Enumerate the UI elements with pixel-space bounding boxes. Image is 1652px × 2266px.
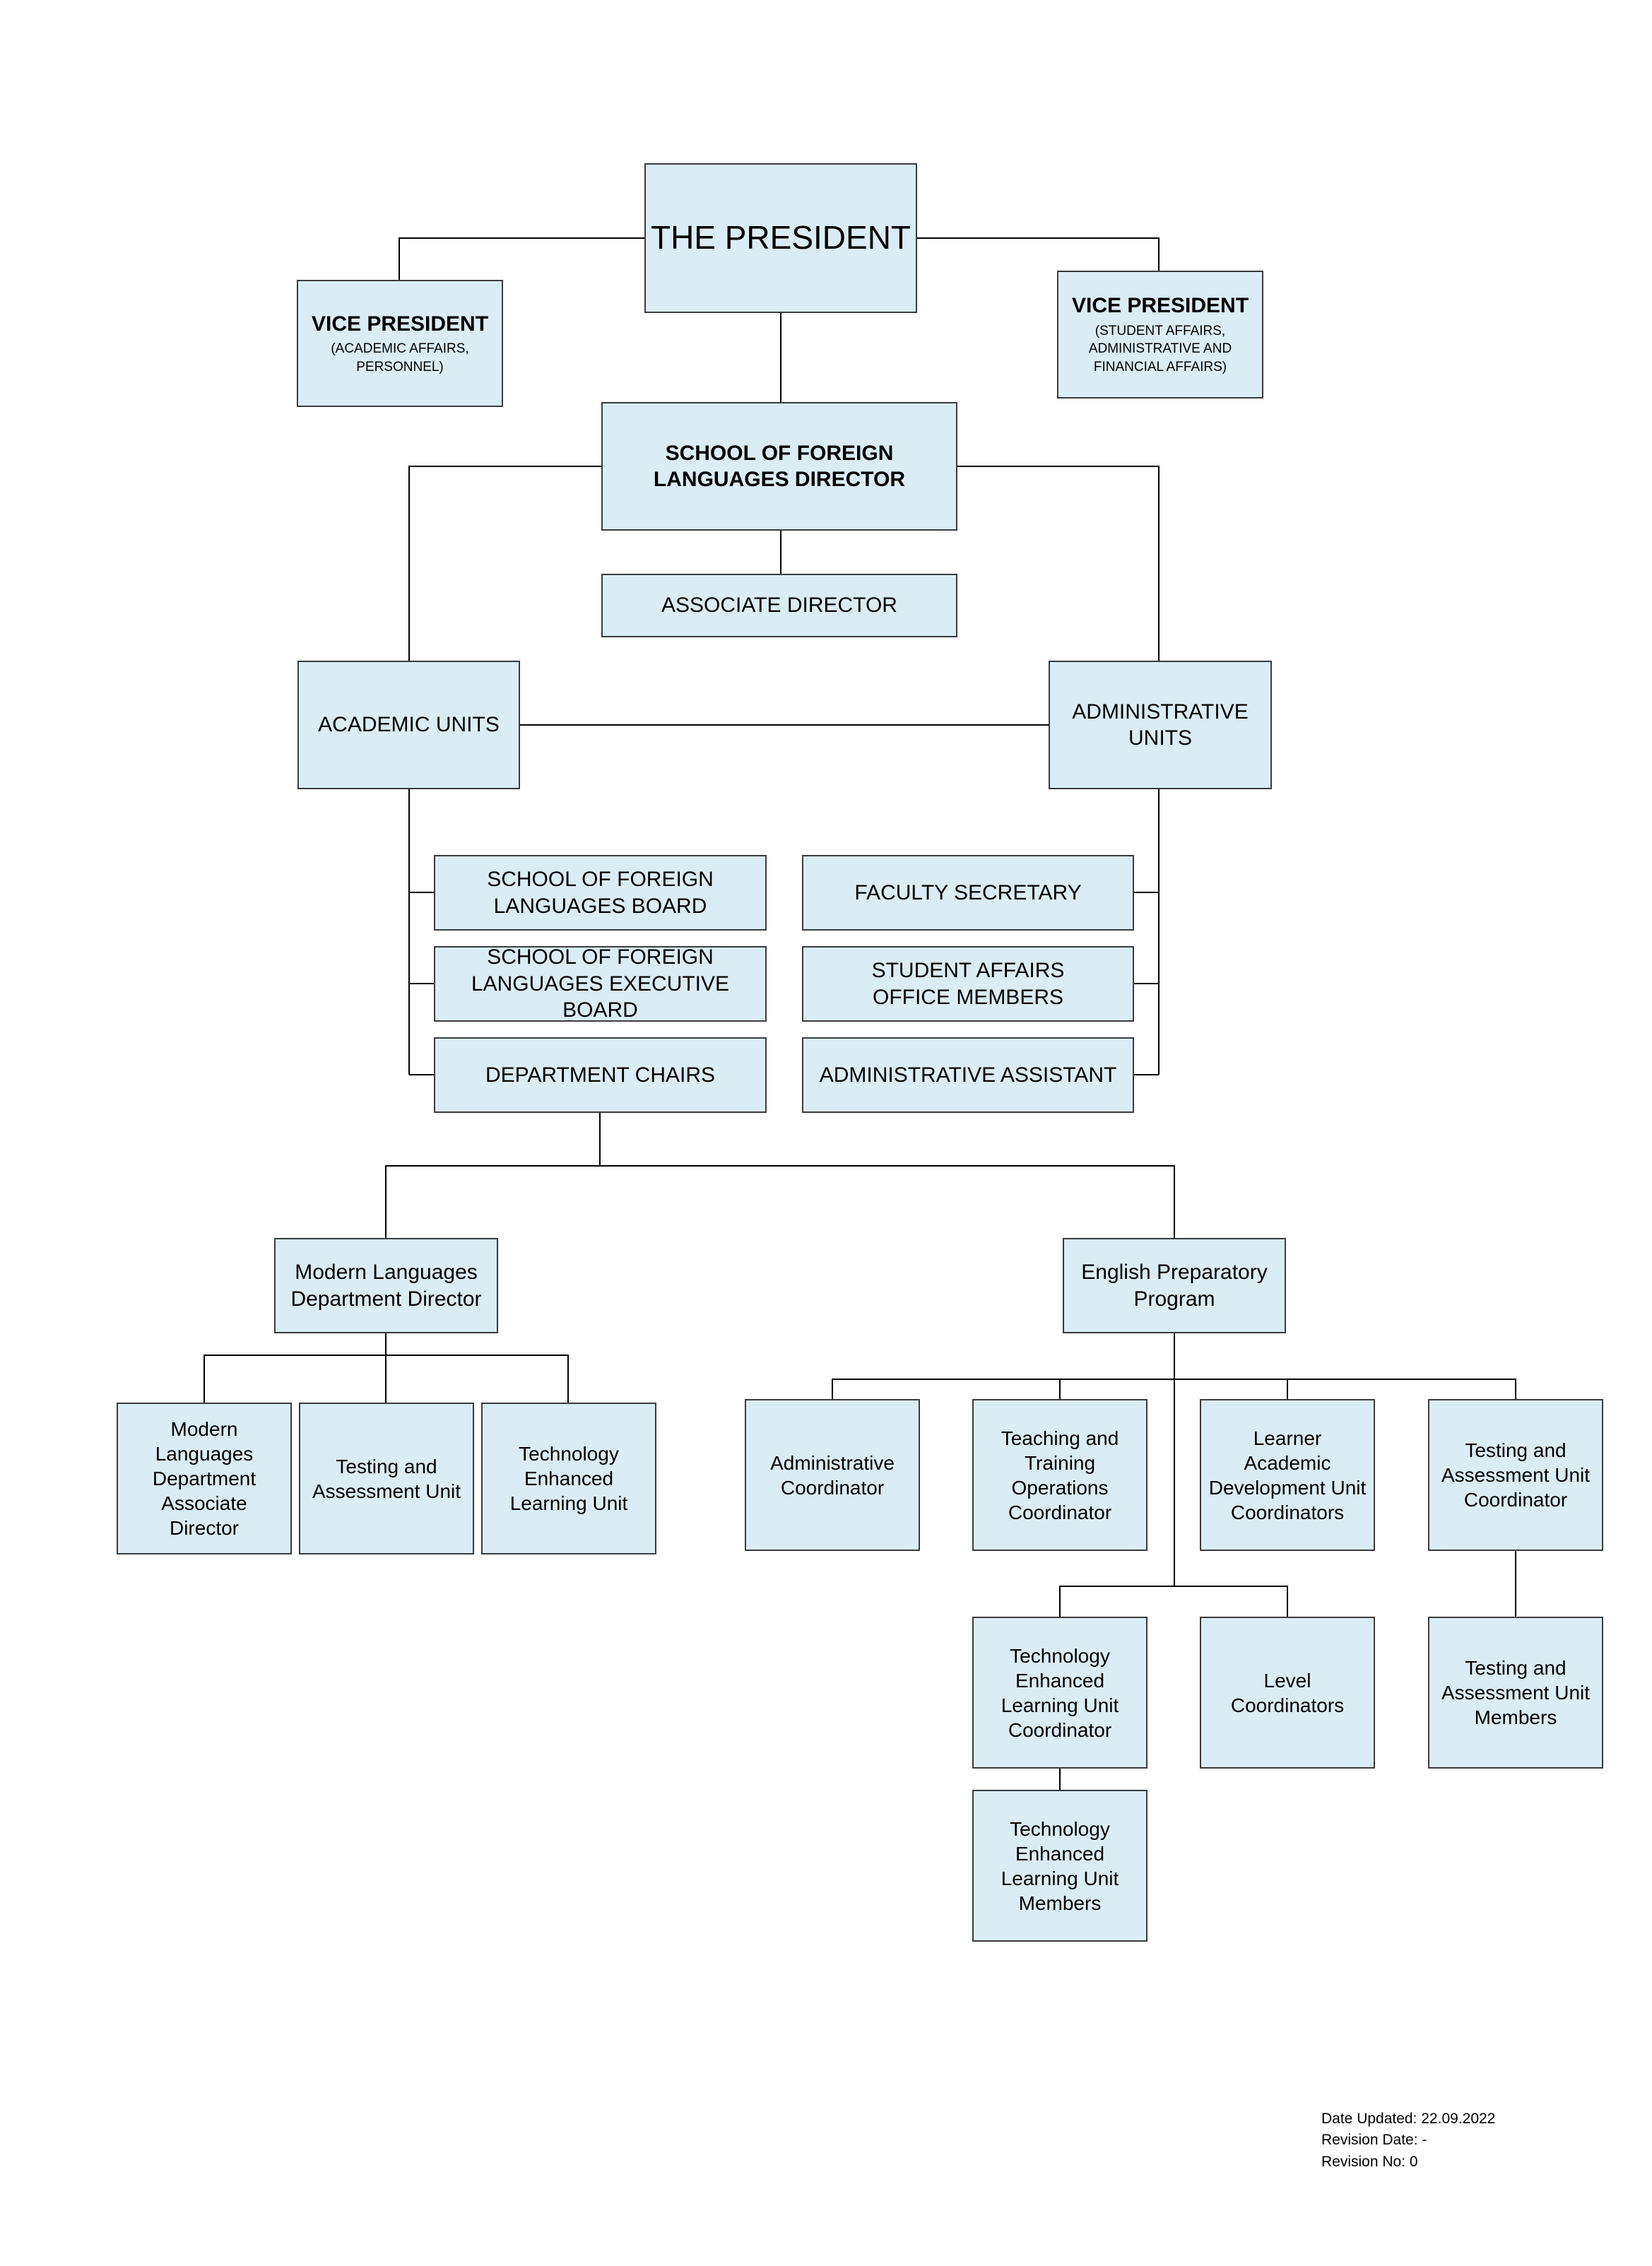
administrative-assistant-box: ADMINISTRATIVE ASSISTANT [802,1037,1134,1113]
academic-units-title: ACADEMIC UNITS [318,713,500,737]
foreign-languages-board-box: SCHOOL OF FOREIGN LANGUAGES BOARD [434,855,767,931]
executive-board-title: SCHOOL OF FOREIGN LANGUAGES EXECUTIVE BO… [471,945,730,1022]
learner-academic-coordinators-title: Learner Academic Development Unit Coordi… [1208,1427,1367,1523]
ml-associate-director-box: Modern Languages Department Associate Di… [117,1403,292,1554]
testing-coordinator-box: Testing and Assessment Unit Coordinator [1428,1399,1603,1551]
vp-student-title: VICE PRESIDENT [1071,294,1249,318]
connector-president-vp-left [399,237,644,283]
ml-testing-unit-title: Testing and Assessment Unit [312,1455,461,1502]
teaching-training-coordinator-title: Teaching and Training Operations Coordin… [1001,1427,1119,1523]
tel-members-box: Technology Enhanced Learning Unit Member… [972,1790,1147,1942]
executive-board-box: SCHOOL OF FOREIGN LANGUAGES EXECUTIVE BO… [434,945,767,1022]
connector-chairs-departments [385,1165,1175,1238]
ml-tel-unit-title: Technology Enhanced Learning Unit [509,1443,628,1514]
ml-associate-director-title: Modern Languages Department Associate Di… [152,1418,256,1539]
ml-testing-unit-box: Testing and Assessment Unit [299,1403,474,1554]
department-chairs-box: DEPARTMENT CHAIRS [434,1037,767,1113]
director-title: SCHOOL OF FOREIGN LANGUAGES DIRECTOR [653,441,906,492]
administrative-coordinator-title: Administrative Coordinator [770,1451,895,1499]
revision-no: Revision No: 0 [1321,2153,1418,2170]
president-box: THE PRESIDENT [644,163,917,313]
learner-academic-coordinators-box: Learner Academic Development Unit Coordi… [1200,1399,1375,1551]
modern-languages-director-box: Modern Languages Department Director [274,1238,498,1333]
testing-members-title: Testing and Assessment Unit Members [1441,1657,1591,1728]
faculty-secretary-title: FACULTY SECRETARY [854,880,1082,904]
administrative-assistant-title: ADMINISTRATIVE ASSISTANT [819,1063,1117,1087]
connector-prep-coordinators [832,1379,1516,1399]
faculty-secretary-box: FACULTY SECRETARY [802,855,1134,931]
english-prep-box: English Preparatory Program [1063,1238,1286,1333]
date-updated: Date Updated: 22.09.2022 [1321,2111,1496,2127]
teaching-training-coordinator-box: Teaching and Training Operations Coordin… [972,1399,1147,1551]
connector-prep-lower [1059,1586,1288,1617]
connector-modern-units [203,1355,569,1403]
revision-footer: Date Updated: 22.09.2022 Revision Date: … [1321,2108,1495,2173]
vp-academic-subtitle: (ACADEMIC AFFAIRS, PERSONNEL) [331,341,469,374]
vp-academic-title: VICE PRESIDENT [311,312,489,336]
connector-president-vp-right [917,237,1160,271]
tel-members-title: Technology Enhanced Learning Unit Member… [1001,1817,1119,1914]
administrative-coordinator-box: Administrative Coordinator [745,1399,920,1551]
connector-director-academic [408,466,601,661]
modern-languages-director-title: Modern Languages Department Director [290,1261,482,1311]
tel-coordinator-title: Technology Enhanced Learning Unit Coordi… [1001,1644,1119,1741]
associate-director-box: ASSOCIATE DIRECTOR [601,574,957,637]
tel-coordinator-box: Technology Enhanced Learning Unit Coordi… [972,1617,1147,1769]
vp-academic-box: VICE PRESIDENT (ACADEMIC AFFAIRS, PERSON… [297,280,503,407]
associate-director-title: ASSOCIATE DIRECTOR [661,594,897,618]
foreign-languages-board-title: SCHOOL OF FOREIGN LANGUAGES BOARD [487,868,714,918]
director-box: SCHOOL OF FOREIGN LANGUAGES DIRECTOR [601,402,957,531]
department-chairs-title: DEPARTMENT CHAIRS [485,1063,716,1087]
level-coordinators-title: Level Coordinators [1230,1669,1345,1716]
ml-tel-unit-box: Technology Enhanced Learning Unit [481,1403,656,1554]
administrative-units-title: ADMINISTRATIVE UNITS [1072,700,1249,750]
vp-student-subtitle: (STUDENT AFFAIRS, ADMINISTRATIVE AND FIN… [1088,323,1232,375]
administrative-units-box: ADMINISTRATIVE UNITS [1049,661,1272,789]
academic-units-box: ACADEMIC UNITS [297,661,520,789]
english-prep-title: English Preparatory Program [1081,1261,1268,1311]
vp-student-box: VICE PRESIDENT (STUDENT AFFAIRS, ADMINIS… [1057,271,1263,399]
president-title: THE PRESIDENT [650,219,911,256]
testing-coordinator-title: Testing and Assessment Unit Coordinator [1441,1439,1591,1511]
testing-members-box: Testing and Assessment Unit Members [1428,1617,1603,1769]
connector-director-administrative [957,466,1160,661]
revision-date: Revision Date: - [1321,2132,1427,2149]
student-affairs-title: STUDENT AFFAIRS OFFICE MEMBERS [871,959,1065,1009]
student-affairs-box: STUDENT AFFAIRS OFFICE MEMBERS [802,946,1134,1022]
level-coordinators-box: Level Coordinators [1200,1617,1375,1769]
